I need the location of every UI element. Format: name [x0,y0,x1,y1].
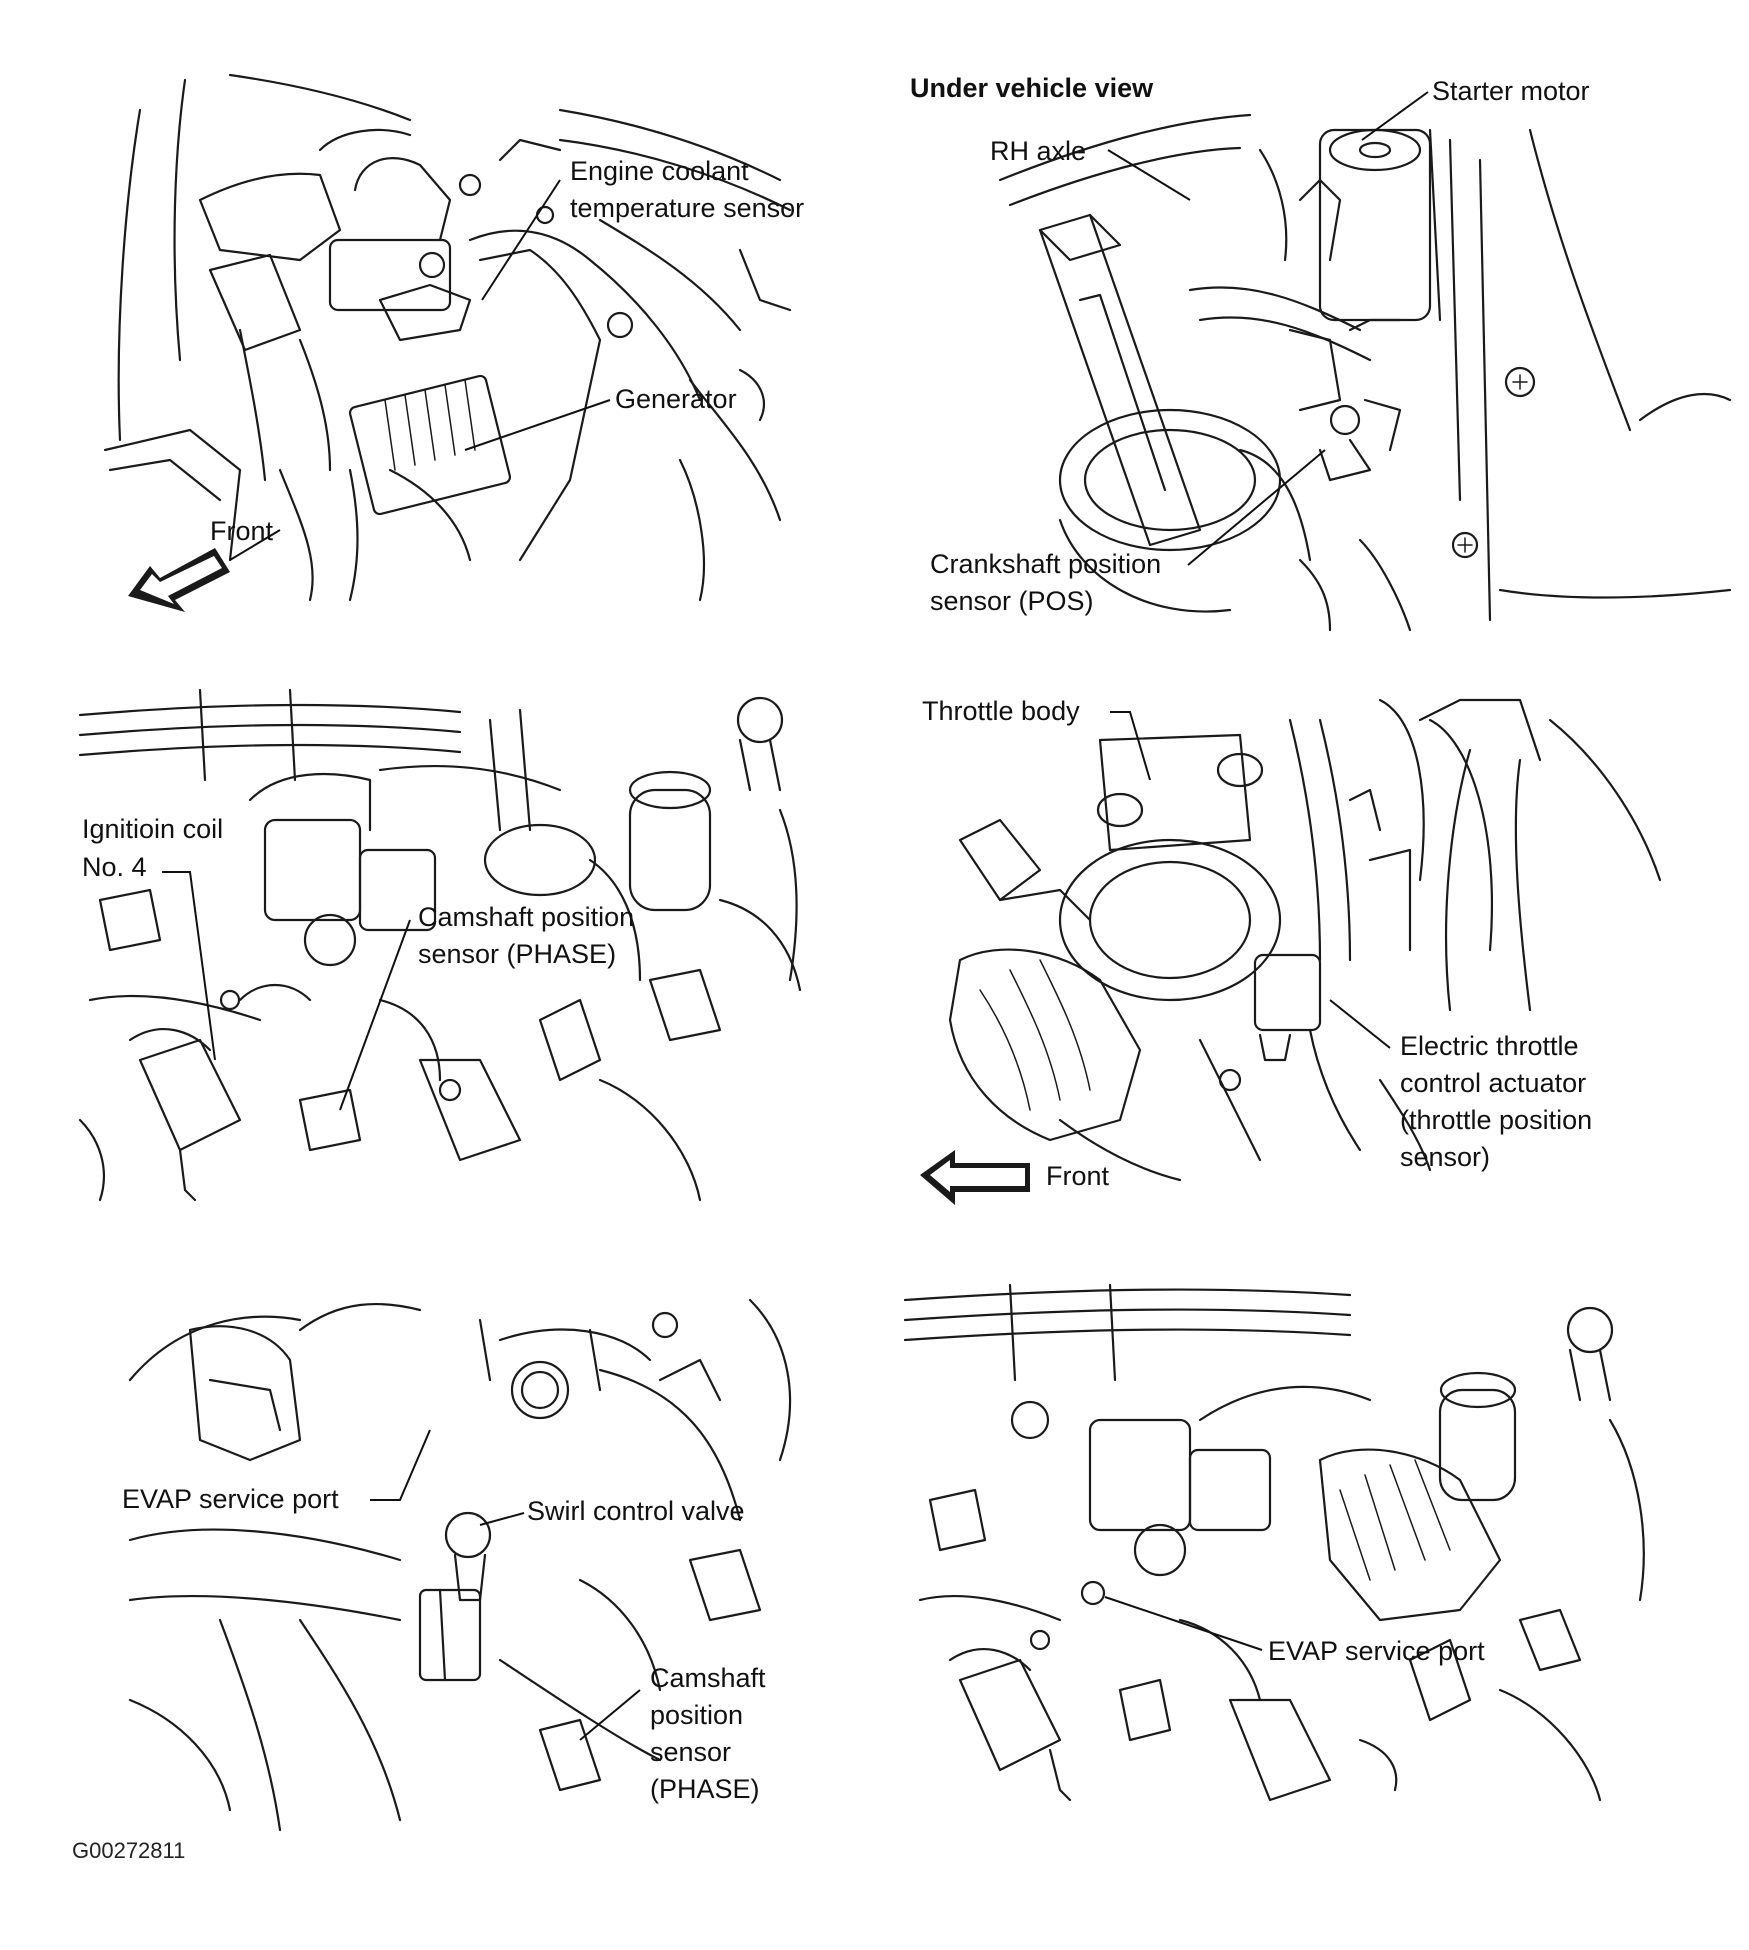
panel-bottom-left-leaders [370,1429,641,1741]
front-arrow-icon [920,1150,1030,1205]
label-engine-coolant-temperature-sensor-2: temperature sensor [570,193,804,223]
label-under-vehicle-view: Under vehicle view [910,73,1154,103]
label-ignition-coil-2: No. 4 [82,852,147,882]
panel-top-right-drawing [998,113,1732,632]
figure-code: G00272811 [72,1838,185,1863]
panel-middle-right-leaders [1110,711,1391,1049]
label-electric-throttle-control-actuator-1: Electric throttle [1400,1031,1579,1061]
panel-bottom-right-drawing [903,1283,1645,1802]
panel-middle-left-leaders [162,871,411,1111]
label-camshaft-position-sensor-2: sensor (PHASE) [418,939,616,969]
label-camshaft-position-sensor-3: sensor [650,1737,731,1767]
panel-bottom-right-engine-top: EVAP service port [903,1283,1645,1802]
panel-top-left-engine-bay: Engine coolant temperature sensor Genera… [103,73,804,612]
front-arrow-icon [128,548,230,612]
panel-bottom-right-leaders [1104,1596,1263,1651]
panel-top-left-drawing [103,73,792,602]
label-front: Front [210,516,274,546]
label-electric-throttle-control-actuator-4: sensor) [1400,1142,1490,1172]
label-electric-throttle-control-actuator-2: control actuator [1400,1068,1586,1098]
label-camshaft-position-sensor-4: (PHASE) [650,1774,760,1804]
label-crankshaft-position-sensor-1: Crankshaft position [930,549,1161,579]
panel-middle-left-engine: Ignitioin coil No. 4 Camshaft position s… [78,688,802,1202]
label-rh-axle: RH axle [990,136,1086,166]
label-evap-service-port: EVAP service port [1268,1636,1485,1666]
label-generator: Generator [615,384,737,414]
panel-top-right-leaders [1107,91,1429,566]
panel-bottom-left-intake: EVAP service port Swirl control valve Ca… [122,1298,792,1832]
label-swirl-control-valve: Swirl control valve [527,1496,745,1526]
panel-top-left-leaders [229,179,611,561]
label-front: Front [1046,1161,1110,1191]
panel-bottom-left-drawing [128,1298,792,1832]
label-camshaft-position-sensor-1: Camshaft position [418,902,634,932]
label-camshaft-position-sensor-1: Camshaft [650,1663,766,1693]
label-electric-throttle-control-actuator-3: (throttle position [1400,1105,1592,1135]
label-ignition-coil-1: Ignitioin coil [82,814,223,844]
label-evap-service-port: EVAP service port [122,1484,339,1514]
label-throttle-body: Throttle body [922,696,1080,726]
label-starter-motor: Starter motor [1432,76,1590,106]
panel-middle-right-throttle: Throttle body Electric throttle control … [920,696,1662,1205]
label-crankshaft-position-sensor-2: sensor (POS) [930,586,1094,616]
label-engine-coolant-temperature-sensor-1: Engine coolant [570,156,749,186]
panel-middle-right-drawing [948,698,1662,1182]
label-camshaft-position-sensor-2: position [650,1700,743,1730]
panel-top-right-under-vehicle: Under vehicle view Starter motor RH axle… [910,73,1732,632]
panel-middle-left-drawing [78,688,802,1202]
